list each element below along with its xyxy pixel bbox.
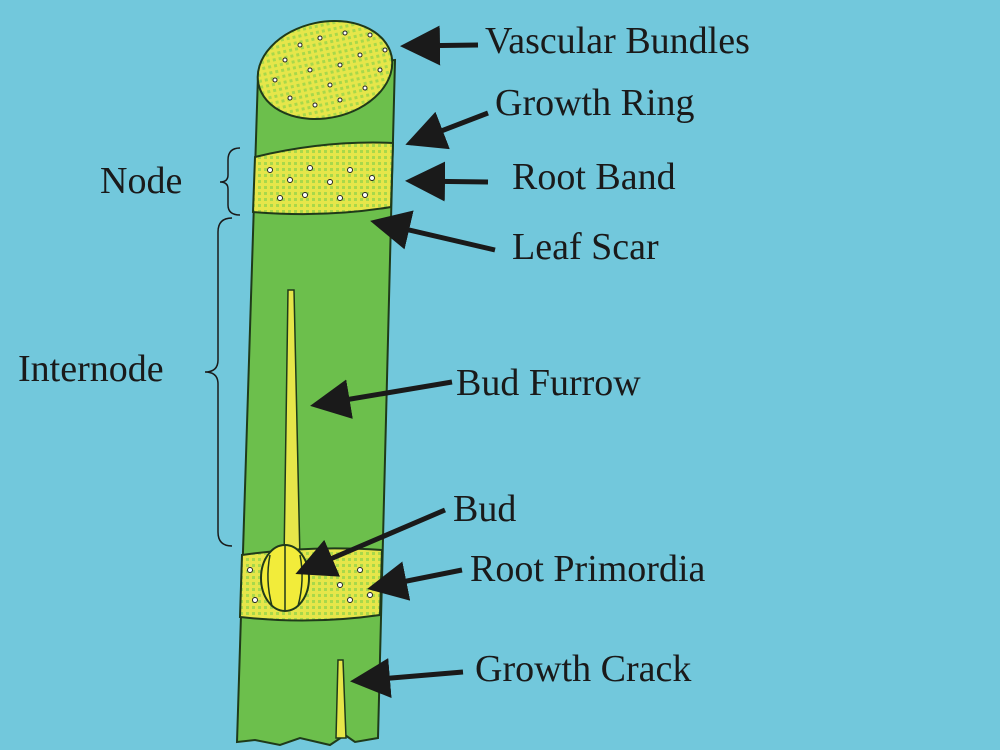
label-leaf-scar: Leaf Scar xyxy=(512,226,659,268)
label-node: Node xyxy=(100,160,183,202)
root-band xyxy=(251,141,395,216)
label-bud: Bud xyxy=(453,488,517,530)
label-internode: Internode xyxy=(18,348,164,390)
label-bud-furrow: Bud Furrow xyxy=(456,362,641,404)
vascular-bundle-dots xyxy=(272,30,388,108)
vascular-bundles-cross-section xyxy=(256,19,394,121)
root-band-dots xyxy=(267,165,375,201)
arrow-root-primordia xyxy=(367,561,463,601)
arrow-bud-furrow xyxy=(310,379,453,419)
arrow-growth-ring xyxy=(405,110,489,150)
label-root-band: Root Band xyxy=(512,156,676,198)
label-growth-crack: Growth Crack xyxy=(475,648,692,690)
arrow-vascular-bundles xyxy=(400,25,479,66)
growth-crack xyxy=(335,659,347,739)
label-root-primordia: Root Primordia xyxy=(470,548,706,590)
arrow-bud xyxy=(295,507,446,577)
label-growth-ring: Growth Ring xyxy=(495,82,695,124)
internode-brace xyxy=(204,217,233,547)
arrow-growth-crack xyxy=(350,658,464,699)
label-vascular-bundles: Vascular Bundles xyxy=(485,20,750,62)
arrow-leaf-scar xyxy=(370,210,496,253)
arrow-root-band xyxy=(405,161,489,202)
node-brace xyxy=(219,147,241,216)
